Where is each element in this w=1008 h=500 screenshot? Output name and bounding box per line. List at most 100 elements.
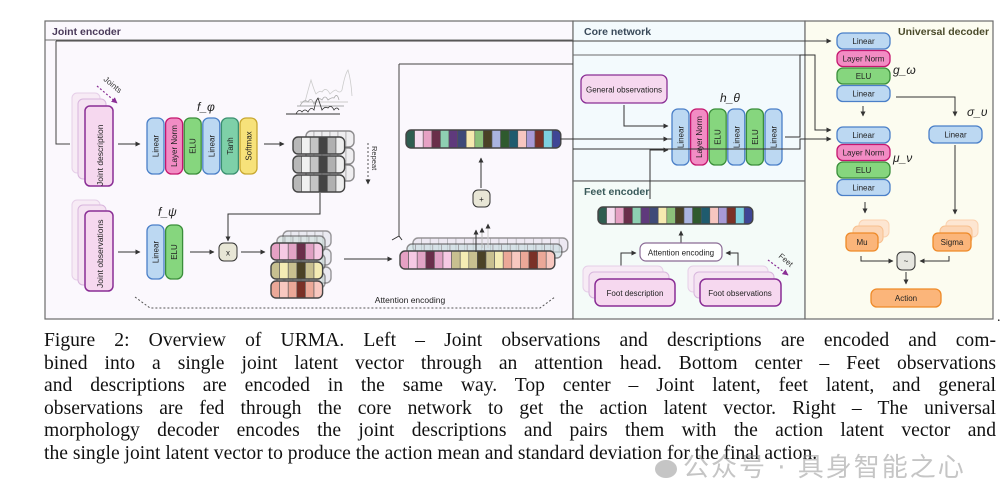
layer-linear: Linear [202, 117, 221, 175]
g-omega-label: g_ω [893, 63, 916, 77]
vector-cell [440, 130, 450, 148]
vector-cell [279, 262, 289, 279]
caption-line: Figure 2: Overview of URMA. Left – Joint… [44, 330, 996, 351]
universal-decoder-title: Universal decoder [898, 26, 989, 38]
urma-architecture-figure: Joint encoder Core network Feet encoder … [44, 20, 994, 320]
weighted-row [270, 261, 324, 280]
foot-description-stack: Foot description [582, 265, 676, 307]
f-phi-label: f_φ [197, 100, 215, 114]
joint-observations-label: Joint observations [95, 219, 105, 288]
vector-cell [552, 244, 562, 258]
trailing-dot: . [997, 310, 1001, 325]
vector-cell [520, 251, 530, 269]
vector-cell [327, 137, 337, 154]
vector-cell [545, 251, 555, 269]
svg-text:Linear: Linear [152, 135, 161, 158]
vector-cell [408, 251, 418, 269]
attention-encoding-label: Attention encoding [375, 295, 446, 305]
svg-text:+: + [479, 195, 484, 204]
svg-text:Linear: Linear [944, 131, 967, 140]
svg-text:Layer Norm: Layer Norm [843, 55, 885, 64]
attention-encoding-bracket: Attention encoding [134, 295, 556, 309]
layer-layer-norm: Layer Norm [689, 108, 709, 166]
vector-cell [683, 207, 693, 224]
svg-text:Softmax: Softmax [245, 131, 254, 160]
vector-cell [309, 175, 320, 192]
vector-cell [640, 207, 650, 224]
svg-text:Layer Norm: Layer Norm [170, 125, 179, 167]
vector-cell [287, 262, 298, 279]
vector-cell [316, 272, 325, 288]
layer-layer-norm: Layer Norm [836, 143, 891, 162]
vector-cell [345, 165, 354, 181]
layer-softmax: Softmax [239, 117, 258, 175]
vector-cell [416, 251, 427, 269]
svg-text:Linear: Linear [207, 135, 216, 158]
svg-text:Linear: Linear [852, 131, 875, 140]
sigma-box [932, 232, 972, 252]
foot-observations-box [699, 278, 782, 307]
vector-cell [657, 207, 668, 224]
vector-cell [313, 243, 323, 260]
vector-cell [534, 130, 544, 148]
feet-latent-vector [597, 206, 754, 225]
vector-cell [528, 251, 538, 269]
layer-linear: Linear [764, 108, 783, 166]
vector-cell [649, 207, 659, 224]
attention-weight-row [292, 174, 346, 193]
vector-cell [327, 156, 337, 173]
attention-encoded-vectors [399, 237, 569, 270]
joint-latent-cells [405, 129, 562, 149]
action-box: Action [870, 288, 942, 308]
caption-line: observations are fed through the core ne… [44, 397, 996, 419]
foot-observations-label: Foot observations [708, 289, 772, 298]
vector-cell [296, 262, 306, 279]
svg-text:ELU: ELU [170, 244, 179, 260]
joint-description-label: Joint description [95, 124, 105, 186]
core-network-title: Core network [584, 26, 651, 38]
vector-cell [459, 251, 470, 269]
sigma-upsilon-label: σ_υ [967, 105, 988, 119]
vector-cell [313, 281, 323, 298]
vector-cell [500, 130, 510, 148]
foot-observations-stack: Foot observations [687, 265, 782, 307]
vector-cell [287, 281, 298, 298]
vector-cell [345, 148, 354, 164]
layer-linear: Linear [836, 126, 891, 144]
vector-cell [465, 130, 476, 148]
layer-elu: ELU [745, 108, 765, 166]
vector-cell [537, 251, 547, 269]
vector-cell [448, 130, 458, 148]
sample-operator: ~ [896, 251, 916, 271]
vector-cell [494, 251, 504, 269]
svg-text:Layer Norm: Layer Norm [695, 116, 704, 158]
joint-encoder-title: Joint encoder [52, 26, 121, 38]
sigma-stack: Sigma [932, 219, 979, 252]
svg-text:Linear: Linear [732, 126, 741, 149]
repeat-arrow: Repeat [365, 143, 379, 185]
sigma-label: Sigma [941, 238, 964, 247]
general-observations-box: General observations [580, 74, 668, 104]
feet-encoder-title: Feet encoder [584, 186, 649, 198]
vector-cell [511, 251, 521, 269]
vector-cell [692, 207, 702, 224]
vector-cell [313, 262, 323, 279]
h-theta-label: h_θ [720, 91, 740, 105]
svg-text:~: ~ [904, 257, 909, 266]
layer-linear: Linear [146, 224, 165, 280]
vector-cell [517, 130, 527, 148]
vector-cell [614, 207, 625, 224]
layer-elu: ELU [708, 108, 727, 166]
sigma-linear-layer: Linear [928, 125, 983, 144]
vector-cell [474, 130, 484, 148]
watermark: 公众号 · 具身智能之心 [655, 447, 966, 484]
attention-weight-row [292, 136, 346, 155]
svg-text:x: x [226, 249, 230, 258]
vector-cell [335, 156, 345, 173]
watermark-text: 公众号 · 具身智能之心 [683, 453, 966, 483]
vector-cell [305, 243, 315, 260]
caption-line: morphology decoder encodes the joint des… [44, 420, 996, 442]
svg-text:Linear: Linear [152, 241, 161, 264]
vector-cell [543, 130, 553, 148]
